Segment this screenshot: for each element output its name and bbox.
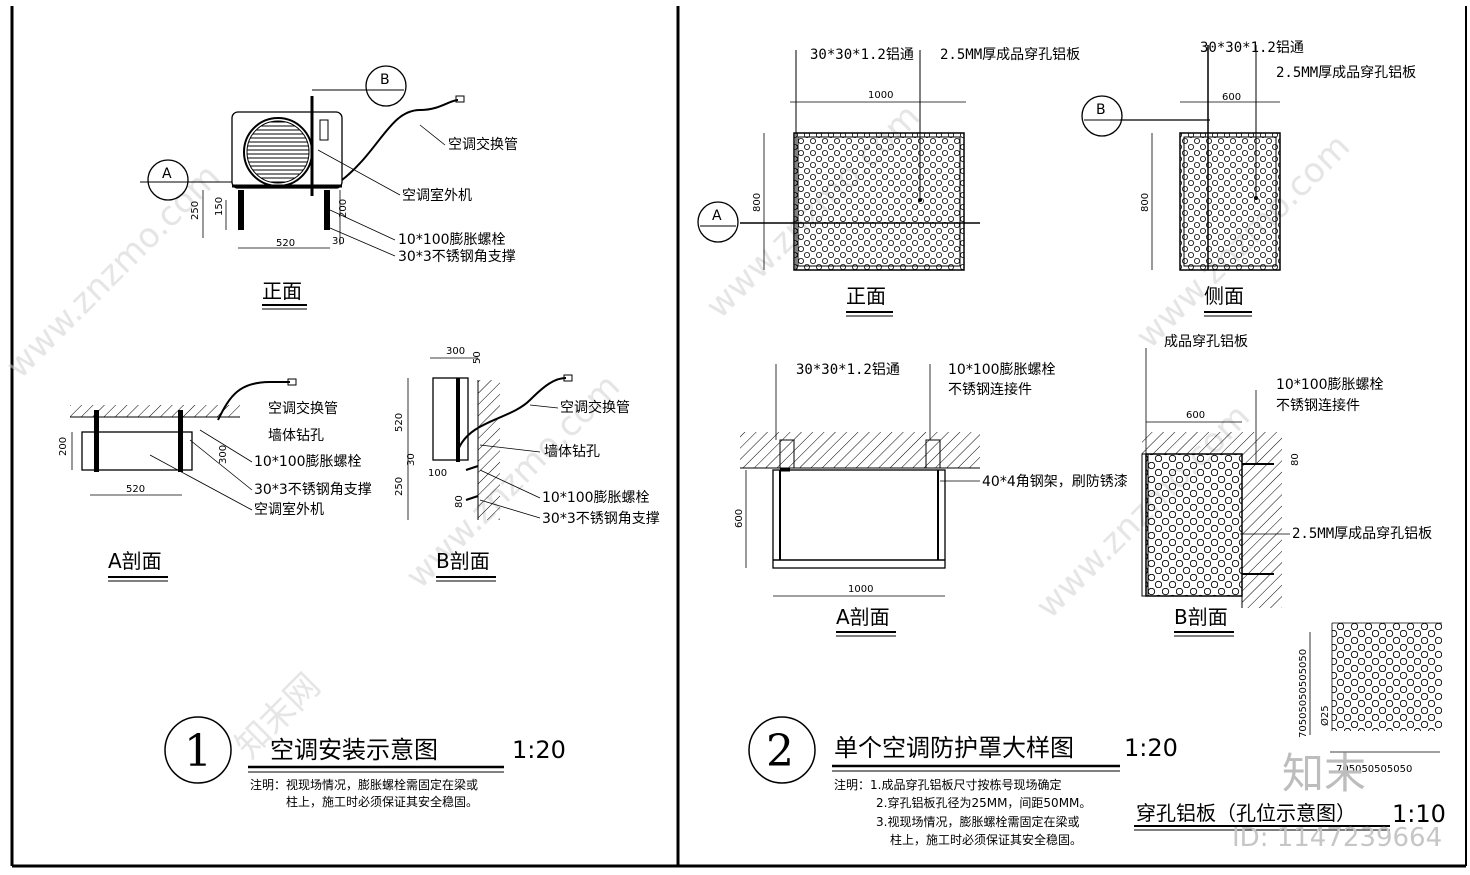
p1-section-b: 空调交换管 墙体钻孔 10*100膨胀螺栓 30*3不锈钢角支撑 300 50 … — [394, 346, 660, 582]
svg-text:空调交换管: 空调交换管 — [268, 400, 338, 417]
svg-text:80: 80 — [454, 495, 465, 508]
p1-front-support-label: 30*3不锈钢角支撑 — [398, 249, 516, 265]
p1-title: 空调安装示意图 — [270, 736, 438, 764]
svg-text:柱上，施工时必须保证其安全稳固。: 柱上，施工时必须保证其安全稳固。 — [890, 832, 1082, 847]
svg-text:100: 100 — [428, 468, 447, 479]
svg-text:300: 300 — [218, 445, 229, 464]
p1-front-unit-label: 空调室外机 — [402, 187, 472, 204]
svg-text:600: 600 — [1186, 410, 1205, 421]
p2-section-a-title: A剖面 — [836, 605, 890, 629]
svg-text:600: 600 — [734, 509, 745, 528]
svg-text:40*4角钢架，刷防锈漆: 40*4角钢架，刷防锈漆 — [982, 474, 1128, 490]
svg-text:10*100膨胀螺栓: 10*100膨胀螺栓 — [542, 489, 650, 506]
section-marker-a — [147, 159, 189, 201]
svg-text:B: B — [380, 72, 390, 88]
svg-text:A: A — [712, 208, 722, 224]
svg-text:800: 800 — [1140, 193, 1151, 212]
brand-watermark: 知末 ID: 1147239664 — [1232, 749, 1442, 853]
svg-text:50: 50 — [472, 351, 483, 364]
sheet-border — [10, 6, 1467, 868]
svg-text:30: 30 — [406, 453, 417, 466]
p2-title-block: 2 单个空调防护罩大样图 1:20 注明：1.成品穿孔铝板尺寸按栋号现场确定 2… — [748, 716, 1446, 847]
image-id: ID: 1147239664 — [1232, 823, 1442, 853]
svg-text:520: 520 — [126, 484, 145, 495]
svg-text:1000: 1000 — [868, 90, 893, 101]
svg-text:70505050505050: 70505050505050 — [1298, 649, 1309, 738]
p1-section-a-title: A剖面 — [108, 549, 162, 573]
p2-section-a: 30*30*1.2铝通 10*100膨胀螺栓 不锈钢连接件 40*4角钢架，刷防… — [734, 361, 1128, 637]
p1-section-a: 空调交换管 墙体钻孔 10*100膨胀螺栓 30*3不锈钢角支撑 空调室外机 5… — [58, 378, 372, 582]
svg-text:30*30*1.2铝通: 30*30*1.2铝通 — [1200, 40, 1304, 56]
svg-text:2.穿孔铝板孔径为25MM，间距50MM。: 2.穿孔铝板孔径为25MM，间距50MM。 — [876, 795, 1091, 810]
svg-text:520: 520 — [394, 413, 405, 432]
svg-text:空调室外机: 空调室外机 — [254, 501, 324, 518]
svg-text:柱上，施工时必须保证其安全稳固。: 柱上，施工时必须保证其安全稳固。 — [286, 794, 478, 809]
svg-text:墙体钻孔: 墙体钻孔 — [544, 444, 600, 460]
svg-text:30*30*1.2铝通: 30*30*1.2铝通 — [810, 47, 914, 63]
svg-text:www.znzmo.com: www.znzmo.com — [0, 156, 228, 386]
svg-text:300: 300 — [446, 346, 465, 357]
svg-text:200: 200 — [58, 437, 69, 456]
p2-number: 2 — [766, 726, 794, 777]
svg-text:3.视现场情况，膨胀螺栓需固定在梁或: 3.视现场情况，膨胀螺栓需固定在梁或 — [876, 814, 1079, 829]
svg-text:30: 30 — [332, 236, 345, 247]
p2-front-view: 30*30*1.2铝通 2.5MM厚成品穿孔铝板 1000 800 A 正面 — [697, 47, 1080, 317]
svg-text:A: A — [162, 166, 172, 182]
p1-scale: 1:20 — [512, 736, 566, 764]
svg-text:600: 600 — [1222, 92, 1241, 103]
p1-front-pipe-label: 空调交换管 — [448, 136, 518, 153]
p2-section-b-title: B剖面 — [1174, 605, 1228, 629]
section-marker-a-2 — [697, 201, 739, 243]
svg-text:150: 150 — [214, 197, 225, 216]
svg-text:B: B — [1096, 102, 1106, 118]
svg-text:200: 200 — [338, 199, 349, 218]
section-marker-b — [365, 65, 407, 107]
svg-text:1000: 1000 — [848, 584, 873, 595]
svg-text:2.5MM厚成品穿孔铝板: 2.5MM厚成品穿孔铝板 — [940, 47, 1080, 63]
p1-section-b-title: B剖面 — [436, 549, 490, 573]
svg-text:800: 800 — [752, 193, 763, 212]
svg-text:墙体钻孔: 墙体钻孔 — [268, 428, 324, 444]
p1-front-view: 空调交换管 空调室外机 10*100膨胀螺栓 30*3不锈钢角支撑 520 25… — [140, 65, 518, 310]
svg-text:不锈钢连接件: 不锈钢连接件 — [1276, 397, 1360, 414]
p2-title: 单个空调防护罩大样图 — [834, 734, 1074, 762]
svg-text:705050505050: 705050505050 — [1336, 764, 1412, 775]
svg-text:2.5MM厚成品穿孔铝板: 2.5MM厚成品穿孔铝板 — [1276, 65, 1416, 81]
p1-front-dim-width: 520 — [276, 238, 295, 249]
svg-text:10*100膨胀螺栓: 10*100膨胀螺栓 — [1276, 376, 1384, 393]
svg-text:注明：视现场情况，膨胀螺栓需固定在梁或: 注明：视现场情况，膨胀螺栓需固定在梁或 — [250, 777, 478, 792]
svg-text:80: 80 — [1290, 453, 1301, 466]
section-marker-b-2 — [1081, 95, 1123, 137]
p2-side-title: 侧面 — [1204, 284, 1244, 308]
p2-scale: 1:20 — [1124, 734, 1178, 762]
p2-hole-detail: 70505050505050 705050505050 Ø25 — [1298, 622, 1442, 775]
svg-text:成品穿孔铝板: 成品穿孔铝板 — [1164, 334, 1248, 350]
svg-text:10*100膨胀螺栓: 10*100膨胀螺栓 — [948, 361, 1056, 378]
svg-text:注明：1.成品穿孔铝板尺寸按栋号现场确定: 注明：1.成品穿孔铝板尺寸按栋号现场确定 — [834, 777, 1061, 792]
svg-text:不锈钢连接件: 不锈钢连接件 — [948, 381, 1032, 398]
svg-text:30*3不锈钢角支撑: 30*3不锈钢角支撑 — [542, 511, 660, 527]
svg-text:30*30*1.2铝通: 30*30*1.2铝通 — [796, 362, 900, 378]
p1-front-bolt-label: 10*100膨胀螺栓 — [398, 231, 506, 248]
svg-text:2.5MM厚成品穿孔铝板: 2.5MM厚成品穿孔铝板 — [1292, 526, 1432, 542]
p1-title-block: 1 空调安装示意图 1:20 注明：视现场情况，膨胀螺栓需固定在梁或 柱上，施工… — [164, 716, 566, 809]
p2-hole-detail-scale: 1:10 — [1392, 800, 1446, 828]
p2-front-title: 正面 — [846, 284, 886, 308]
p1-front-title: 正面 — [262, 279, 302, 303]
svg-text:Ø25: Ø25 — [1319, 705, 1331, 726]
p2-section-b: 成品穿孔铝板 10*100膨胀螺栓 不锈钢连接件 2.5MM厚成品穿孔铝板 60… — [1141, 334, 1432, 637]
p2-hole-detail-title: 穿孔铝板（孔位示意图） — [1136, 801, 1356, 825]
brand-logo: 知末 — [1282, 749, 1366, 798]
svg-text:250: 250 — [394, 477, 405, 496]
svg-text:10*100膨胀螺栓: 10*100膨胀螺栓 — [254, 453, 362, 470]
svg-text:30*3不锈钢角支撑: 30*3不锈钢角支撑 — [254, 482, 372, 498]
svg-text:250: 250 — [190, 201, 201, 220]
p2-side-view: 30*30*1.2铝通 2.5MM厚成品穿孔铝板 600 800 B 侧面 — [1081, 40, 1416, 317]
svg-text:空调交换管: 空调交换管 — [560, 399, 630, 416]
p1-number: 1 — [184, 726, 212, 777]
